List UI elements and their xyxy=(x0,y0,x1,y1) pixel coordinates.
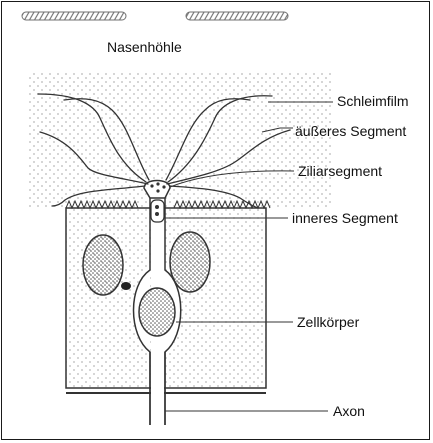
knob-basal-body-2 xyxy=(156,182,159,185)
inner-segment-dot-1 xyxy=(155,205,159,209)
knob-basal-body-4 xyxy=(156,189,159,192)
label-ziliarsegment: Ziliarsegment xyxy=(298,163,382,179)
knob-basal-body-1 xyxy=(150,184,153,187)
hatched-bar-left xyxy=(22,12,126,20)
label-inneres-segment: inneres Segment xyxy=(292,210,398,226)
inner-segment-capsule xyxy=(151,200,164,222)
label-axon: Axon xyxy=(333,403,365,419)
inner-segment-dot-2 xyxy=(155,212,159,216)
hatched-bar-right xyxy=(186,12,288,20)
mucus-layer xyxy=(28,72,332,208)
label-aeusseres-segment: äußeres Segment xyxy=(295,123,406,139)
support-cell-nucleus-left xyxy=(83,235,123,295)
label-schleimfilm: Schleimfilm xyxy=(337,93,409,109)
knob-basal-body-3 xyxy=(162,185,165,188)
label-zellkoerper: Zellkörper xyxy=(297,314,360,330)
receptor-nucleus xyxy=(139,288,175,336)
small-dark-granule xyxy=(121,282,131,290)
title-nasenhoehle: Nasenhöhle xyxy=(107,39,182,55)
